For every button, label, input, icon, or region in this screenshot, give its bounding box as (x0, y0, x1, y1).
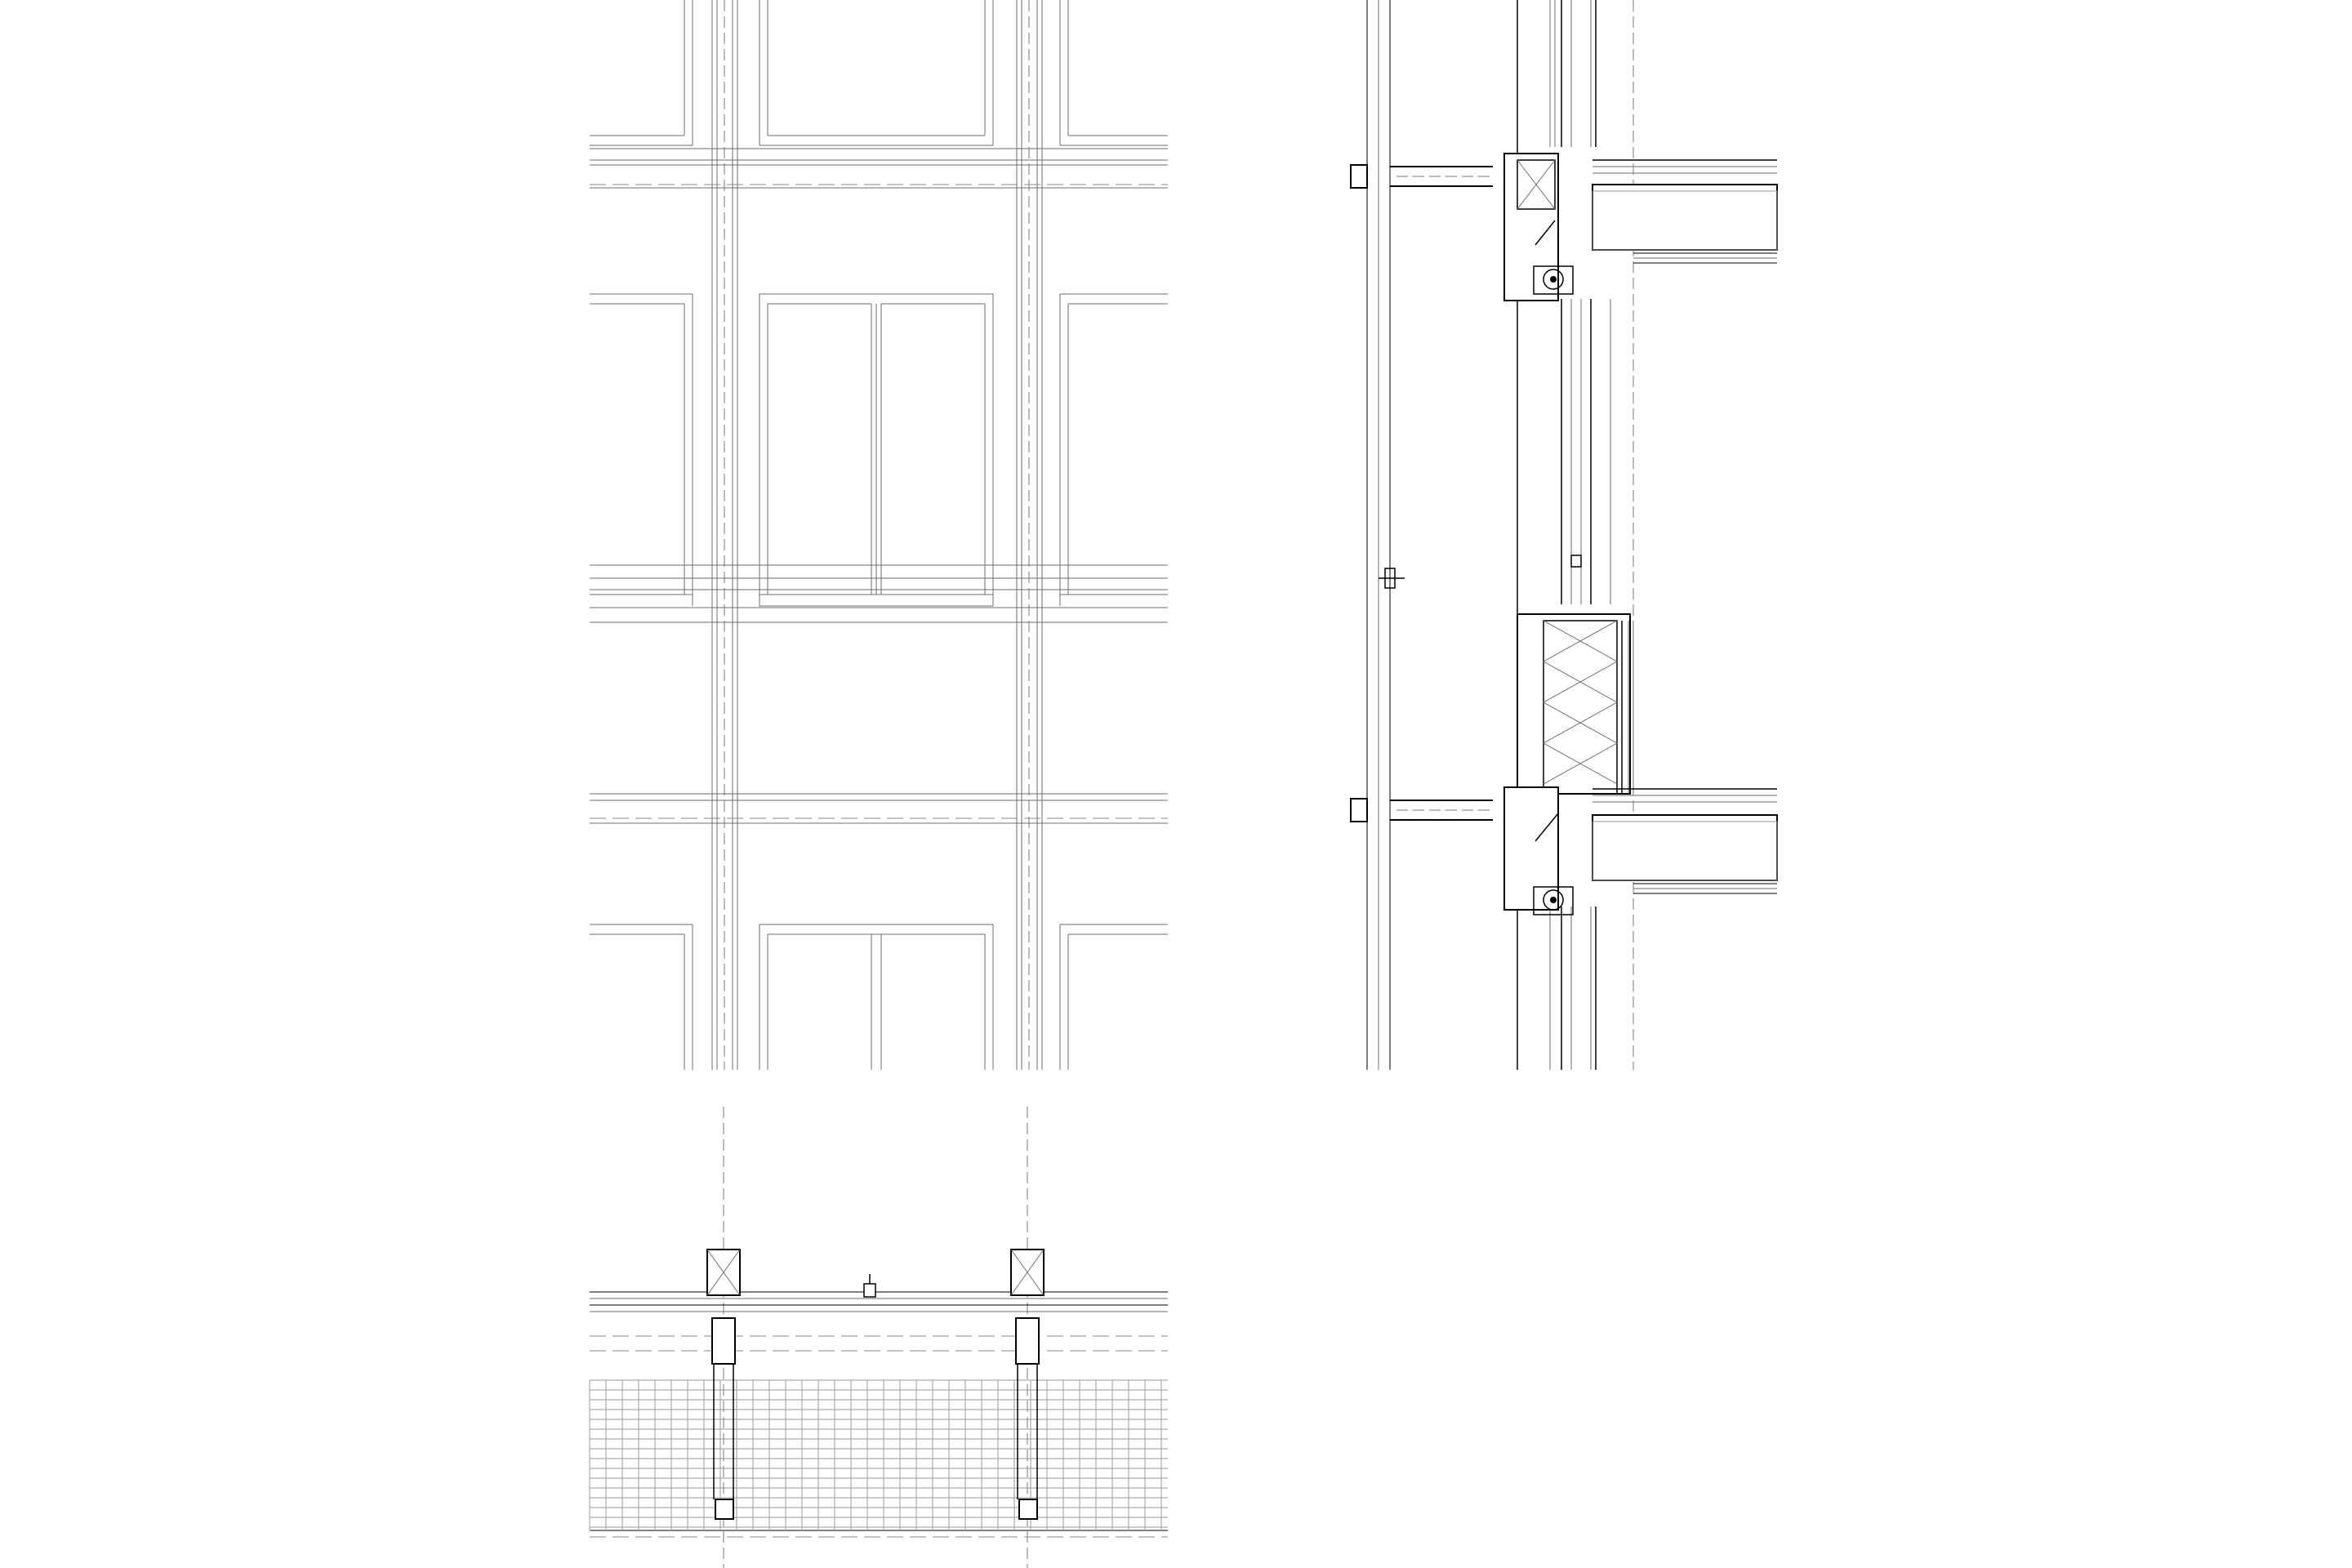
mullion-left (711, 0, 738, 1070)
facade-elevation (590, 0, 1168, 1070)
window-bottom-left (590, 924, 693, 1070)
window-middle-center (759, 293, 994, 607)
facade-band-plan (590, 1291, 1168, 1538)
floor-band-lower (590, 793, 1168, 824)
floor-band-upper (590, 148, 1168, 189)
horizontal-plan (589, 1107, 1168, 1568)
bracket-lower (1390, 800, 1493, 821)
vertical-section (1350, 0, 1778, 1070)
window-middle-right (1059, 293, 1168, 606)
floor-grid (589, 1379, 1168, 1530)
glazing-middle (1561, 299, 1611, 604)
column-left-plan (706, 1249, 741, 1520)
window-top-left (590, 0, 693, 146)
slab-upper (1592, 159, 1778, 264)
slab-lower (1503, 786, 1778, 915)
spandrel-upper (1503, 153, 1574, 301)
outer-screen (1350, 0, 1405, 1070)
window-bottom-center (759, 924, 994, 1070)
window-bottom-right (1059, 924, 1168, 1070)
mullion-right (1016, 0, 1043, 1070)
column-right-plan (1010, 1249, 1045, 1520)
window-top-right (1059, 0, 1168, 146)
window-top-center (759, 0, 994, 146)
sill-band-middle (590, 564, 1168, 623)
mid-fitting-plan (863, 1274, 876, 1298)
spandrel-lower (1517, 613, 1634, 795)
bracket-upper (1390, 166, 1493, 187)
window-middle-left (590, 293, 693, 606)
